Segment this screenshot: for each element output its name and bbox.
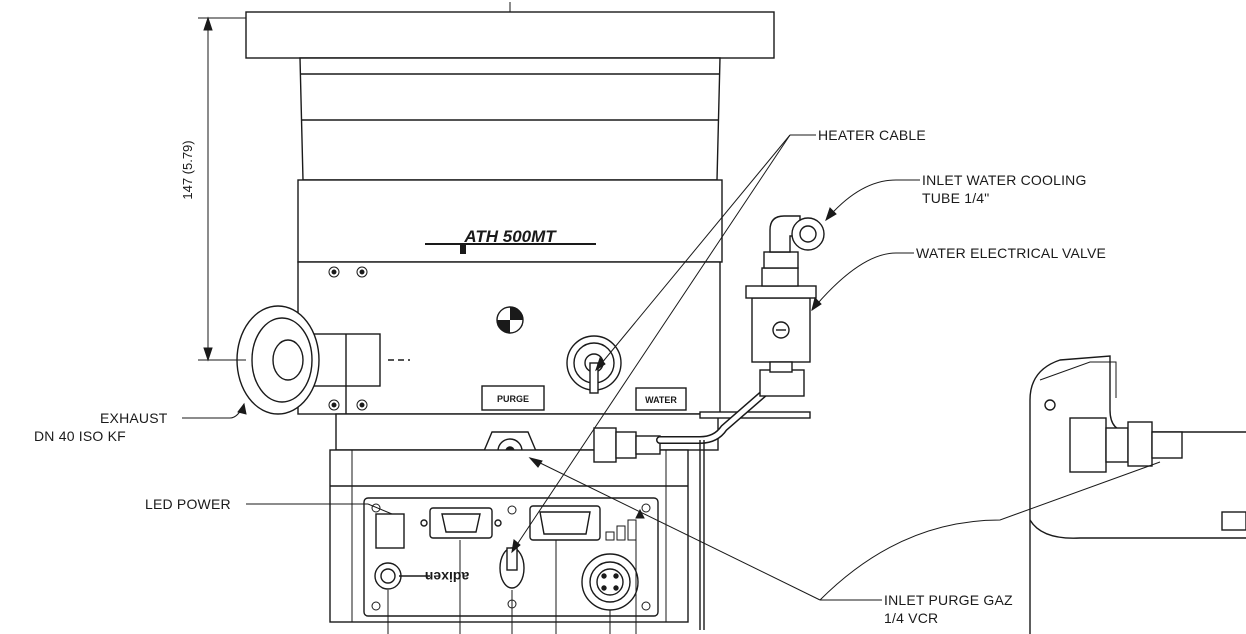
model-name: ATH 500MT [463, 227, 557, 246]
center-of-gravity-icon [496, 306, 524, 334]
db15-connector [529, 505, 601, 541]
body-screws [328, 266, 368, 411]
power-switch [374, 562, 402, 590]
inlet-flange [245, 11, 775, 59]
water-tag: WATER [645, 395, 677, 405]
led-power-indicator [375, 513, 405, 549]
label-led-power: LED POWER [145, 496, 231, 512]
exhaust-flange [236, 305, 410, 415]
dimension-147 [198, 16, 246, 362]
side-view [1029, 355, 1246, 634]
brand-mark: adixen [425, 569, 469, 585]
water-tag-frame [635, 387, 687, 411]
callout-leaders [182, 134, 1161, 601]
pump-body-upper [299, 57, 721, 181]
mains-connector [581, 553, 639, 611]
label-inlet-purge-gaz: INLET PURGE GAZ [884, 592, 1013, 608]
water-valve-assembly [745, 215, 825, 397]
dimension-label: 147 (5.79) [180, 140, 195, 199]
purge-tag-frame [481, 385, 545, 411]
db9-connector [420, 507, 502, 539]
status-indicators [605, 508, 645, 541]
label-water-electrical-valve: WATER ELECTRICAL VALVE [916, 245, 1107, 261]
panel-leaders [387, 540, 637, 634]
label-exhaust: EXHAUST [100, 410, 168, 426]
label-exhaust-spec: DN 40 ISO KF [34, 428, 126, 444]
water-fittings [593, 384, 774, 630]
label-heater-cable: HEATER CABLE [818, 127, 926, 143]
purge-tag: PURGE [497, 394, 529, 404]
heater-cable-connector [566, 335, 622, 394]
pump-body-mid [297, 179, 723, 263]
label-inlet-water-cooling: INLET WATER COOLING [922, 172, 1087, 188]
label-inlet-purge-vcr: 1/4 VCR [884, 610, 939, 626]
label-inlet-water-tube: TUBE 1/4" [922, 190, 990, 206]
